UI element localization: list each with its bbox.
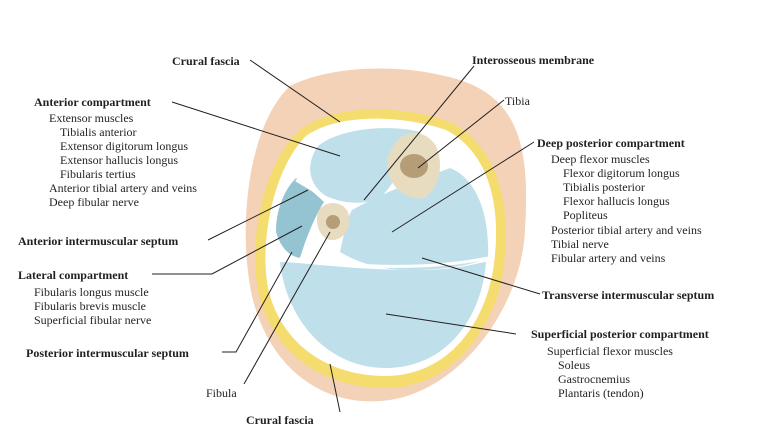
superficial-posterior-item: Plantaris (tendon) xyxy=(558,386,644,400)
leader-anterior-compartment xyxy=(171,101,341,157)
leader-deep-posterior xyxy=(391,141,535,233)
deep-posterior-item: Deep flexor muscles xyxy=(551,152,650,166)
leader-superficial-posterior xyxy=(385,313,517,335)
deep-posterior-compartment xyxy=(340,168,489,270)
interosseous-membrane-label: Interosseous membrane xyxy=(472,53,595,67)
superficial-posterior-item: Superficial flexor muscles xyxy=(547,344,673,358)
anterior-intermuscular-septum-line xyxy=(295,178,327,200)
anterior-item: Extensor digitorum longus xyxy=(60,139,188,153)
leader-tibia xyxy=(417,99,505,169)
leader-lines xyxy=(152,59,541,413)
crural-fascia-top-label: Crural fascia xyxy=(172,54,240,68)
deep-posterior-item: Posterior tibial artery and veins xyxy=(551,223,702,237)
anterior-item: Fibularis tertius xyxy=(60,167,136,181)
deep-posterior-item: Tibial nerve xyxy=(551,237,609,251)
deep-posterior-item: Popliteus xyxy=(563,208,608,222)
anterior-item: Extensor hallucis longus xyxy=(60,153,178,167)
deep-posterior-compartment-title: Deep posterior compartment xyxy=(537,136,685,150)
fibula-label: Fibula xyxy=(206,386,237,400)
leader-lateral-compartment xyxy=(152,225,303,275)
superficial-posterior-item: Gastrocnemius xyxy=(558,372,630,386)
lateral-item: Superficial fibular nerve xyxy=(34,313,152,327)
deep-posterior-item: Flexor hallucis longus xyxy=(563,194,670,208)
leader-crural-fascia-top xyxy=(249,59,341,123)
anterior-compartment-title: Anterior compartment xyxy=(34,95,151,109)
anterior-item: Anterior tibial artery and veins xyxy=(49,181,197,195)
leader-transverse-septum xyxy=(421,257,541,295)
anterior-intermuscular-septum-label: Anterior intermuscular septum xyxy=(18,234,179,248)
leader-posterior-septum xyxy=(222,251,293,353)
leader-crural-fascia-bottom xyxy=(329,363,341,413)
fibula-marrow xyxy=(326,215,340,229)
leader-anterior-septum xyxy=(207,189,309,241)
deep-posterior-item: Flexor digitorum longus xyxy=(563,166,680,180)
lateral-compartment xyxy=(276,178,324,258)
anterior-item: Tibialis anterior xyxy=(60,125,137,139)
deep-posterior-item: Fibular artery and veins xyxy=(551,251,666,265)
transverse-intermuscular-septum-label: Transverse intermuscular septum xyxy=(542,288,715,302)
deep-posterior-item: Tibialis posterior xyxy=(563,180,645,194)
anterior-item: Deep fibular nerve xyxy=(49,195,139,209)
anterior-item: Extensor muscles xyxy=(49,111,134,125)
lateral-item: Fibularis brevis muscle xyxy=(34,299,146,313)
superficial-posterior-item: Soleus xyxy=(558,358,591,372)
tibia-label: Tibia xyxy=(505,94,530,108)
lateral-item: Fibularis longus muscle xyxy=(34,285,149,299)
anterior-compartment xyxy=(310,128,420,203)
posterior-intermuscular-septum-label: Posterior intermuscular septum xyxy=(26,346,189,360)
transverse-intermuscular-septum-line xyxy=(299,256,489,268)
leader-fibula xyxy=(243,231,331,385)
tibia-marrow xyxy=(400,154,428,178)
superficial-posterior-compartment xyxy=(280,262,486,368)
superficial-posterior-compartment-title: Superficial posterior compartment xyxy=(531,327,709,341)
lateral-compartment-title: Lateral compartment xyxy=(18,268,129,282)
leader-interosseous-membrane xyxy=(363,65,475,201)
crural-fascia-bottom-label: Crural fascia xyxy=(246,413,314,427)
